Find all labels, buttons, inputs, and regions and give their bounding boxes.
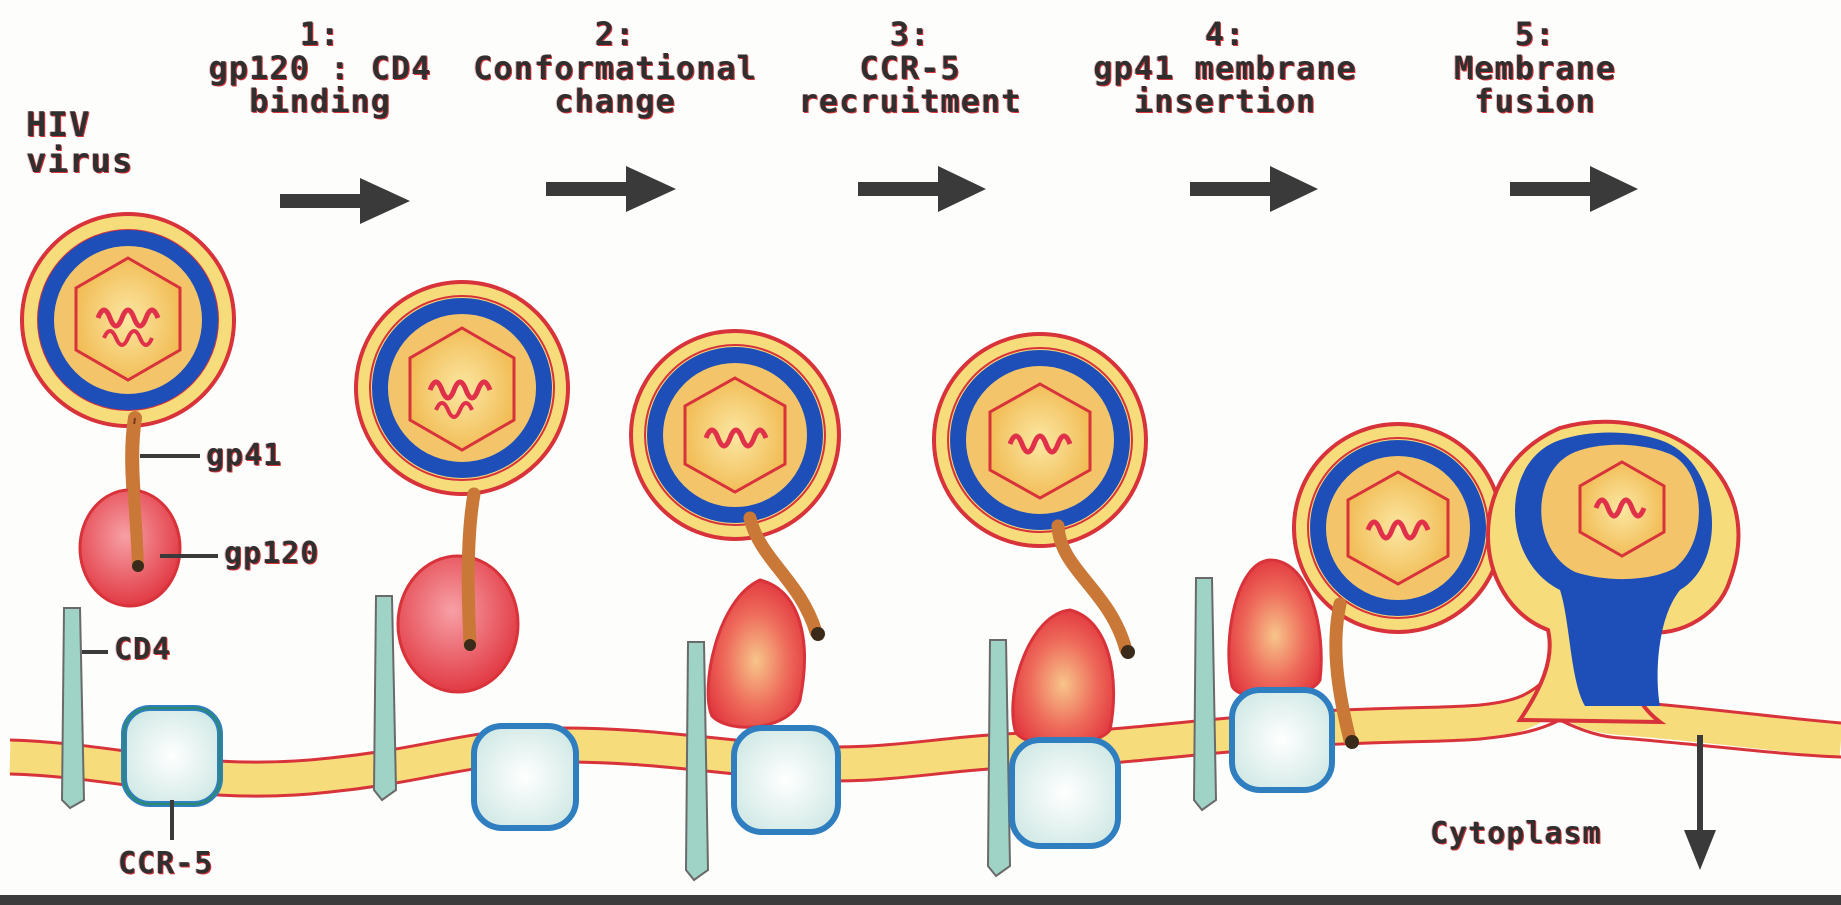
cd4-label: CD4 (114, 634, 171, 666)
step-4-subtitle: insertion (1075, 85, 1375, 119)
step-1-heading: 1: gp120 : CD4 binding (190, 18, 450, 119)
ccr5-receptor-stage-1 (474, 726, 576, 828)
ccr5-receptor-stage-2 (734, 728, 838, 832)
step-2-number: 2: (455, 18, 775, 52)
bottom-frame-edge (0, 895, 1841, 905)
hiv-title-line2: virus (26, 144, 133, 180)
step-3-subtitle: recruitment (780, 85, 1040, 119)
step-arrow-4 (1190, 166, 1318, 212)
step-1-subtitle: binding (190, 85, 450, 119)
step-1-title: gp120 : CD4 (190, 52, 450, 86)
gp41-label: gp41 (206, 440, 282, 472)
gp120-stage-3 (1013, 610, 1114, 745)
step-arrow-1 (280, 178, 410, 224)
hiv-virion-fused (1488, 422, 1738, 722)
step-arrows (280, 166, 1638, 224)
step-5-heading: 5: Membrane fusion (1425, 18, 1645, 119)
step-arrow-5 (1510, 166, 1638, 212)
cytoplasm-arrow (1684, 735, 1716, 870)
hiv-virion-stage-2 (631, 331, 839, 539)
ccr5-label: CCR-5 (118, 848, 213, 880)
gp120-label: gp120 (224, 538, 319, 570)
cd4-receptor-stage-1 (374, 596, 396, 800)
ccr5-receptor-stage-3 (1012, 740, 1118, 846)
cd4-receptor-stage-3 (988, 640, 1010, 876)
step-1-number: 1: (190, 18, 450, 52)
cd4-receptor-free (62, 608, 84, 808)
step-5-title: Membrane (1425, 52, 1645, 86)
hiv-title: HIV virus (26, 108, 133, 179)
hiv-virion-stage-3 (934, 334, 1146, 546)
step-3-heading: 3: CCR-5 recruitment (780, 18, 1040, 119)
cytoplasm-label: Cytoplasm (1430, 818, 1602, 850)
cd4-receptor-stage-2 (686, 642, 708, 880)
step-arrow-2 (546, 166, 676, 212)
ccr5-receptor-free (124, 708, 220, 804)
ccr5-receptor-stage-4 (1232, 690, 1332, 790)
step-3-number: 3: (780, 18, 1040, 52)
gp120-stage-2 (708, 580, 804, 727)
step-5-number: 5: (1425, 18, 1645, 52)
step-5-subtitle: fusion (1425, 85, 1645, 119)
step-2-heading: 2: Conformational change (455, 18, 775, 119)
step-2-subtitle: change (455, 85, 775, 119)
hiv-virion-stage-4 (1294, 424, 1502, 632)
step-4-number: 4: (1075, 18, 1375, 52)
gp120-stage-1 (398, 494, 518, 692)
hiv-virion-stage-1 (356, 282, 568, 494)
cd4-receptor-stage-4 (1194, 578, 1216, 810)
step-2-title: Conformational (455, 52, 775, 86)
step-4-title: gp41 membrane (1075, 52, 1375, 86)
hiv-title-line1: HIV (26, 108, 133, 144)
step-arrow-3 (858, 166, 986, 212)
step-4-heading: 4: gp41 membrane insertion (1075, 18, 1375, 119)
hiv-virion-free (22, 214, 234, 426)
step-3-title: CCR-5 (780, 52, 1040, 86)
